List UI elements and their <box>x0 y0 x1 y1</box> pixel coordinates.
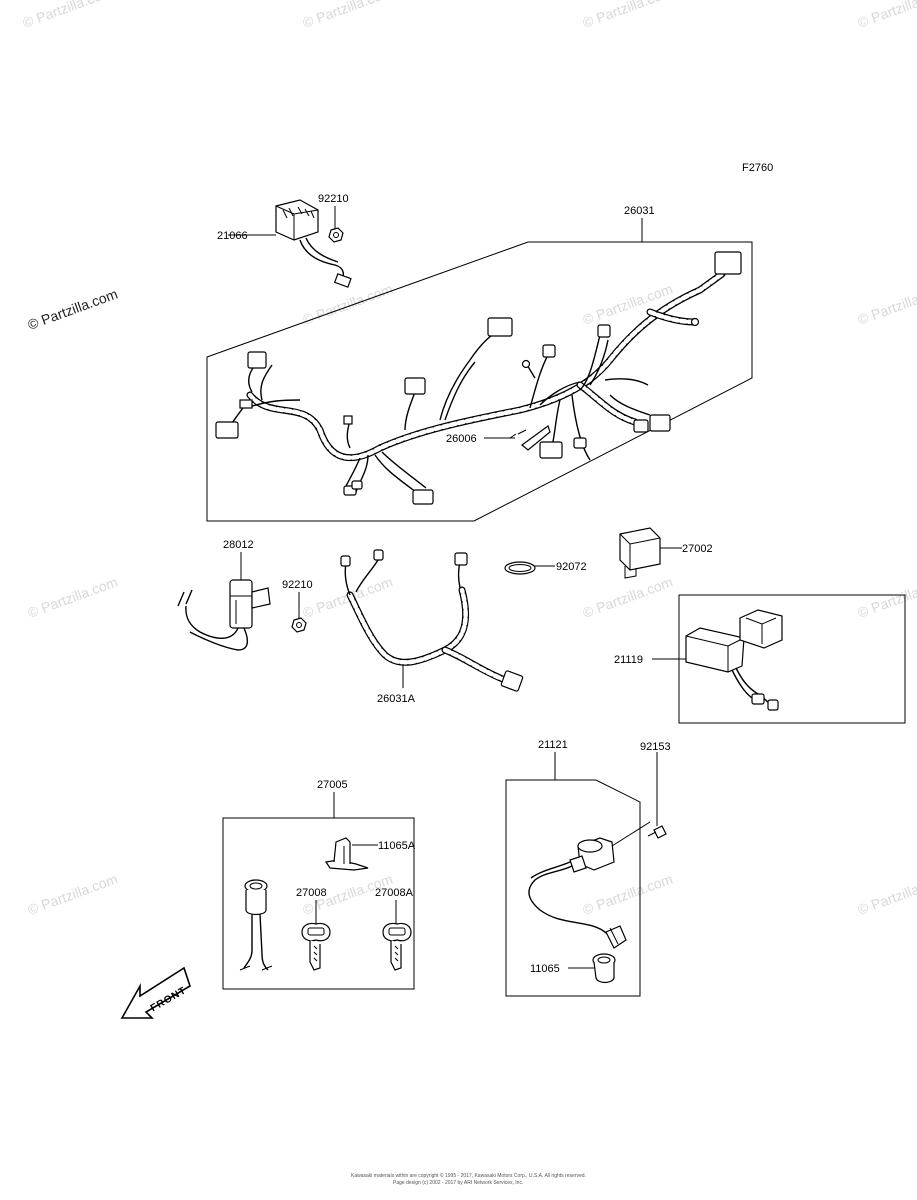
harness-26031-callout-box <box>206 241 753 522</box>
watermark: © Partzilla.com <box>856 0 917 31</box>
part-label-27002[interactable]: 27002 <box>682 543 713 555</box>
unit-27002[interactable] <box>619 527 661 579</box>
ignition-switch[interactable] <box>239 879 273 971</box>
bolt-92153[interactable] <box>647 825 667 839</box>
nut-92210[interactable] <box>328 227 344 243</box>
watermark: © Partzilla.com <box>26 574 120 621</box>
watermark: © Partzilla.com <box>856 281 917 328</box>
watermark: © Partzilla.com <box>581 0 675 31</box>
front-direction-arrow: FRONT <box>120 966 191 1019</box>
key-set-27005-callout-box <box>222 817 415 990</box>
cdi-unit-21119[interactable] <box>685 609 783 711</box>
diagram-code: F2760 <box>742 162 773 174</box>
part-label-11065A[interactable]: 11065A <box>378 840 416 852</box>
sub-harness-26031A[interactable] <box>340 549 524 692</box>
watermark-layer: © Partzilla.com © Partzilla.com © Partzi… <box>21 0 917 918</box>
part-label-92153[interactable]: 92153 <box>640 741 671 753</box>
part-label-26031[interactable]: 26031 <box>624 205 655 217</box>
part-label-27008[interactable]: 27008 <box>296 887 327 899</box>
clamp-26006[interactable] <box>509 425 551 451</box>
part-label-27008A[interactable]: 27008A <box>375 887 414 899</box>
cap-11065A[interactable] <box>324 837 369 871</box>
part-label-11065[interactable]: 11065 <box>530 963 560 975</box>
watermark: © Partzilla.com <box>301 0 395 31</box>
cap-11065[interactable] <box>592 953 616 984</box>
part-label-28012[interactable]: 28012 <box>223 539 254 551</box>
watermark: © Partzilla.com <box>581 871 675 918</box>
copyright-footer-design: Page design (c) 2002 - 2017 by ARI Netwo… <box>393 1180 523 1186</box>
part-label-21121[interactable]: 21121 <box>538 739 568 751</box>
key-27008[interactable] <box>301 922 331 971</box>
part-label-92072[interactable]: 92072 <box>556 561 587 573</box>
part-label-92210[interactable]: 92210 <box>318 193 349 205</box>
part-label-27005[interactable]: 27005 <box>317 779 348 791</box>
main-wiring-harness-26031[interactable] <box>215 251 742 505</box>
part-label-26031A[interactable]: 26031A <box>377 693 416 705</box>
watermark: © Partzilla.com <box>856 871 917 918</box>
watermark: © Partzilla.com <box>26 286 120 333</box>
watermark: © Partzilla.com <box>21 0 115 31</box>
watermark: © Partzilla.com <box>856 574 917 621</box>
nut-92210[interactable] <box>291 617 307 633</box>
ignition-coil-21121-callout-box <box>505 779 641 997</box>
ignition-coil-21121[interactable] <box>528 821 651 949</box>
watermark: © Partzilla.com <box>581 574 675 621</box>
band-92072[interactable] <box>504 561 536 575</box>
key-27008A[interactable] <box>382 922 412 971</box>
part-label-21119[interactable]: 21119 <box>614 654 643 666</box>
part-label-92210[interactable]: 92210 <box>282 579 313 591</box>
watermark: © Partzilla.com <box>581 281 675 328</box>
relay-21066[interactable] <box>275 199 352 288</box>
part-label-21066[interactable]: 21066 <box>217 230 248 242</box>
switch-28012[interactable] <box>177 579 271 651</box>
copyright-footer: Kawasaki materials within are copyright … <box>351 1172 586 1179</box>
part-label-26006[interactable]: 26006 <box>446 433 477 445</box>
watermark: © Partzilla.com <box>26 871 120 918</box>
